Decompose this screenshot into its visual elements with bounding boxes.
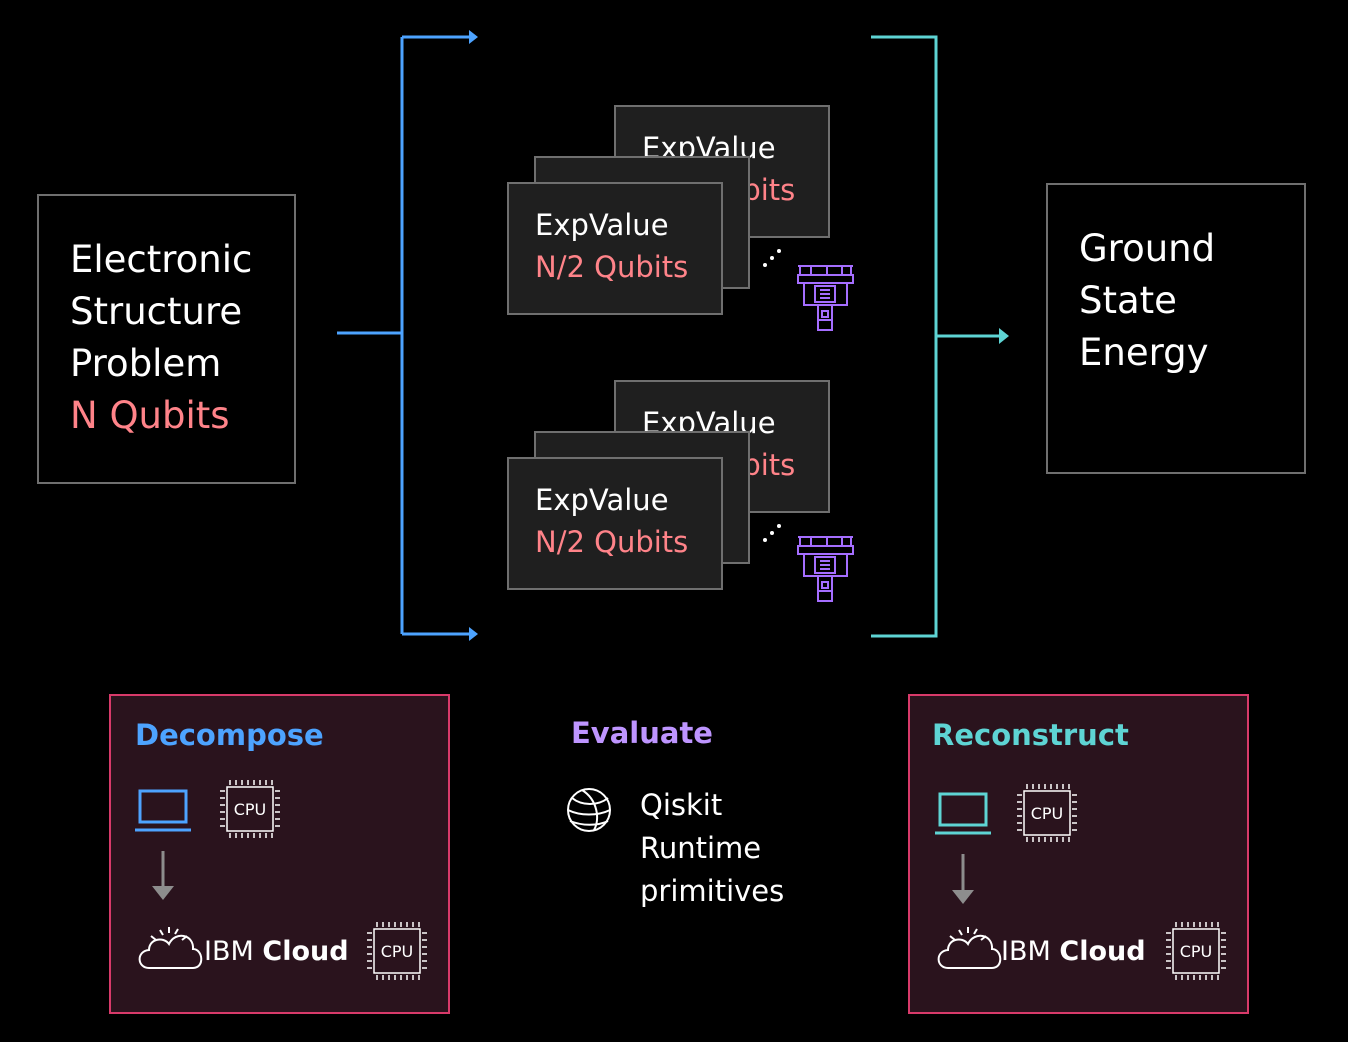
laptop-icon bbox=[135, 789, 191, 832]
ellipsis-dots-bottom bbox=[763, 524, 781, 542]
split-bracket bbox=[337, 35, 474, 636]
problem-line3: Problem bbox=[70, 342, 222, 385]
reconstruct-title: Reconstruct bbox=[932, 718, 1129, 752]
arrow-down-icon bbox=[152, 851, 174, 900]
decompose-graphics: CPU CPU bbox=[135, 780, 427, 980]
cpu-icon bbox=[367, 922, 427, 980]
ibm-cloud-icon bbox=[138, 927, 203, 969]
arrow-down-icon bbox=[952, 854, 974, 904]
arrow-head-bottom bbox=[469, 627, 478, 641]
cpu-label: CPU bbox=[381, 942, 414, 961]
evaluate-line3: primitives bbox=[640, 874, 785, 908]
expvalue-card-front: ExpValue N/2 Qubits bbox=[507, 182, 723, 315]
cpu-label: CPU bbox=[1031, 804, 1064, 823]
qiskit-globe-icon bbox=[567, 788, 611, 832]
cpu-label: CPU bbox=[234, 800, 267, 819]
ibm-cloud-icon bbox=[937, 927, 1002, 969]
quantum-processor-icon bbox=[797, 265, 854, 331]
evaluate-line1: Qiskit bbox=[640, 788, 723, 822]
expvalue-card-front: ExpValue N/2 Qubits bbox=[507, 457, 723, 590]
ground-state-box: Ground State Energy bbox=[1046, 183, 1306, 474]
ground-line2: State bbox=[1079, 279, 1177, 322]
cpu-icon bbox=[1017, 784, 1077, 842]
problem-line1: Electronic bbox=[70, 238, 253, 281]
cpu-label: CPU bbox=[1180, 942, 1213, 961]
ibm-cloud-label: IBM Cloud bbox=[204, 936, 349, 967]
quantum-processor-icon bbox=[797, 536, 854, 602]
cpu-icon bbox=[220, 780, 280, 838]
card-label: ExpValue bbox=[535, 483, 669, 517]
ellipsis-dots-top bbox=[763, 249, 781, 267]
ibm-cloud-label: IBM Cloud bbox=[1001, 936, 1146, 967]
arrow-head-right bbox=[999, 328, 1009, 344]
card-label: ExpValue bbox=[535, 208, 669, 242]
evaluate-line2: Runtime bbox=[640, 831, 762, 865]
decompose-panel: Decompose CPU CPU IBM bbox=[109, 694, 450, 1014]
cpu-icon bbox=[1166, 922, 1226, 980]
card-qubits: N/2 Qubits bbox=[535, 525, 689, 559]
merge-bracket bbox=[871, 35, 1004, 638]
problem-line2: Structure bbox=[70, 290, 243, 333]
ground-line3: Energy bbox=[1079, 331, 1209, 374]
evaluate-title: Evaluate bbox=[571, 716, 713, 750]
evaluate-text: Qiskit Runtime primitives bbox=[640, 784, 784, 913]
reconstruct-graphics: CPU CPU bbox=[935, 784, 1226, 980]
reconstruct-panel: Reconstruct CPU CPU IB bbox=[908, 694, 1249, 1014]
laptop-icon bbox=[935, 792, 991, 835]
card-qubits: N/2 Qubits bbox=[535, 250, 689, 284]
problem-box: Electronic Structure Problem N Qubits bbox=[37, 194, 296, 484]
arrow-head-top bbox=[469, 30, 478, 44]
decompose-title: Decompose bbox=[135, 718, 324, 752]
ground-line1: Ground bbox=[1079, 227, 1216, 270]
problem-qubits: N Qubits bbox=[70, 394, 230, 437]
